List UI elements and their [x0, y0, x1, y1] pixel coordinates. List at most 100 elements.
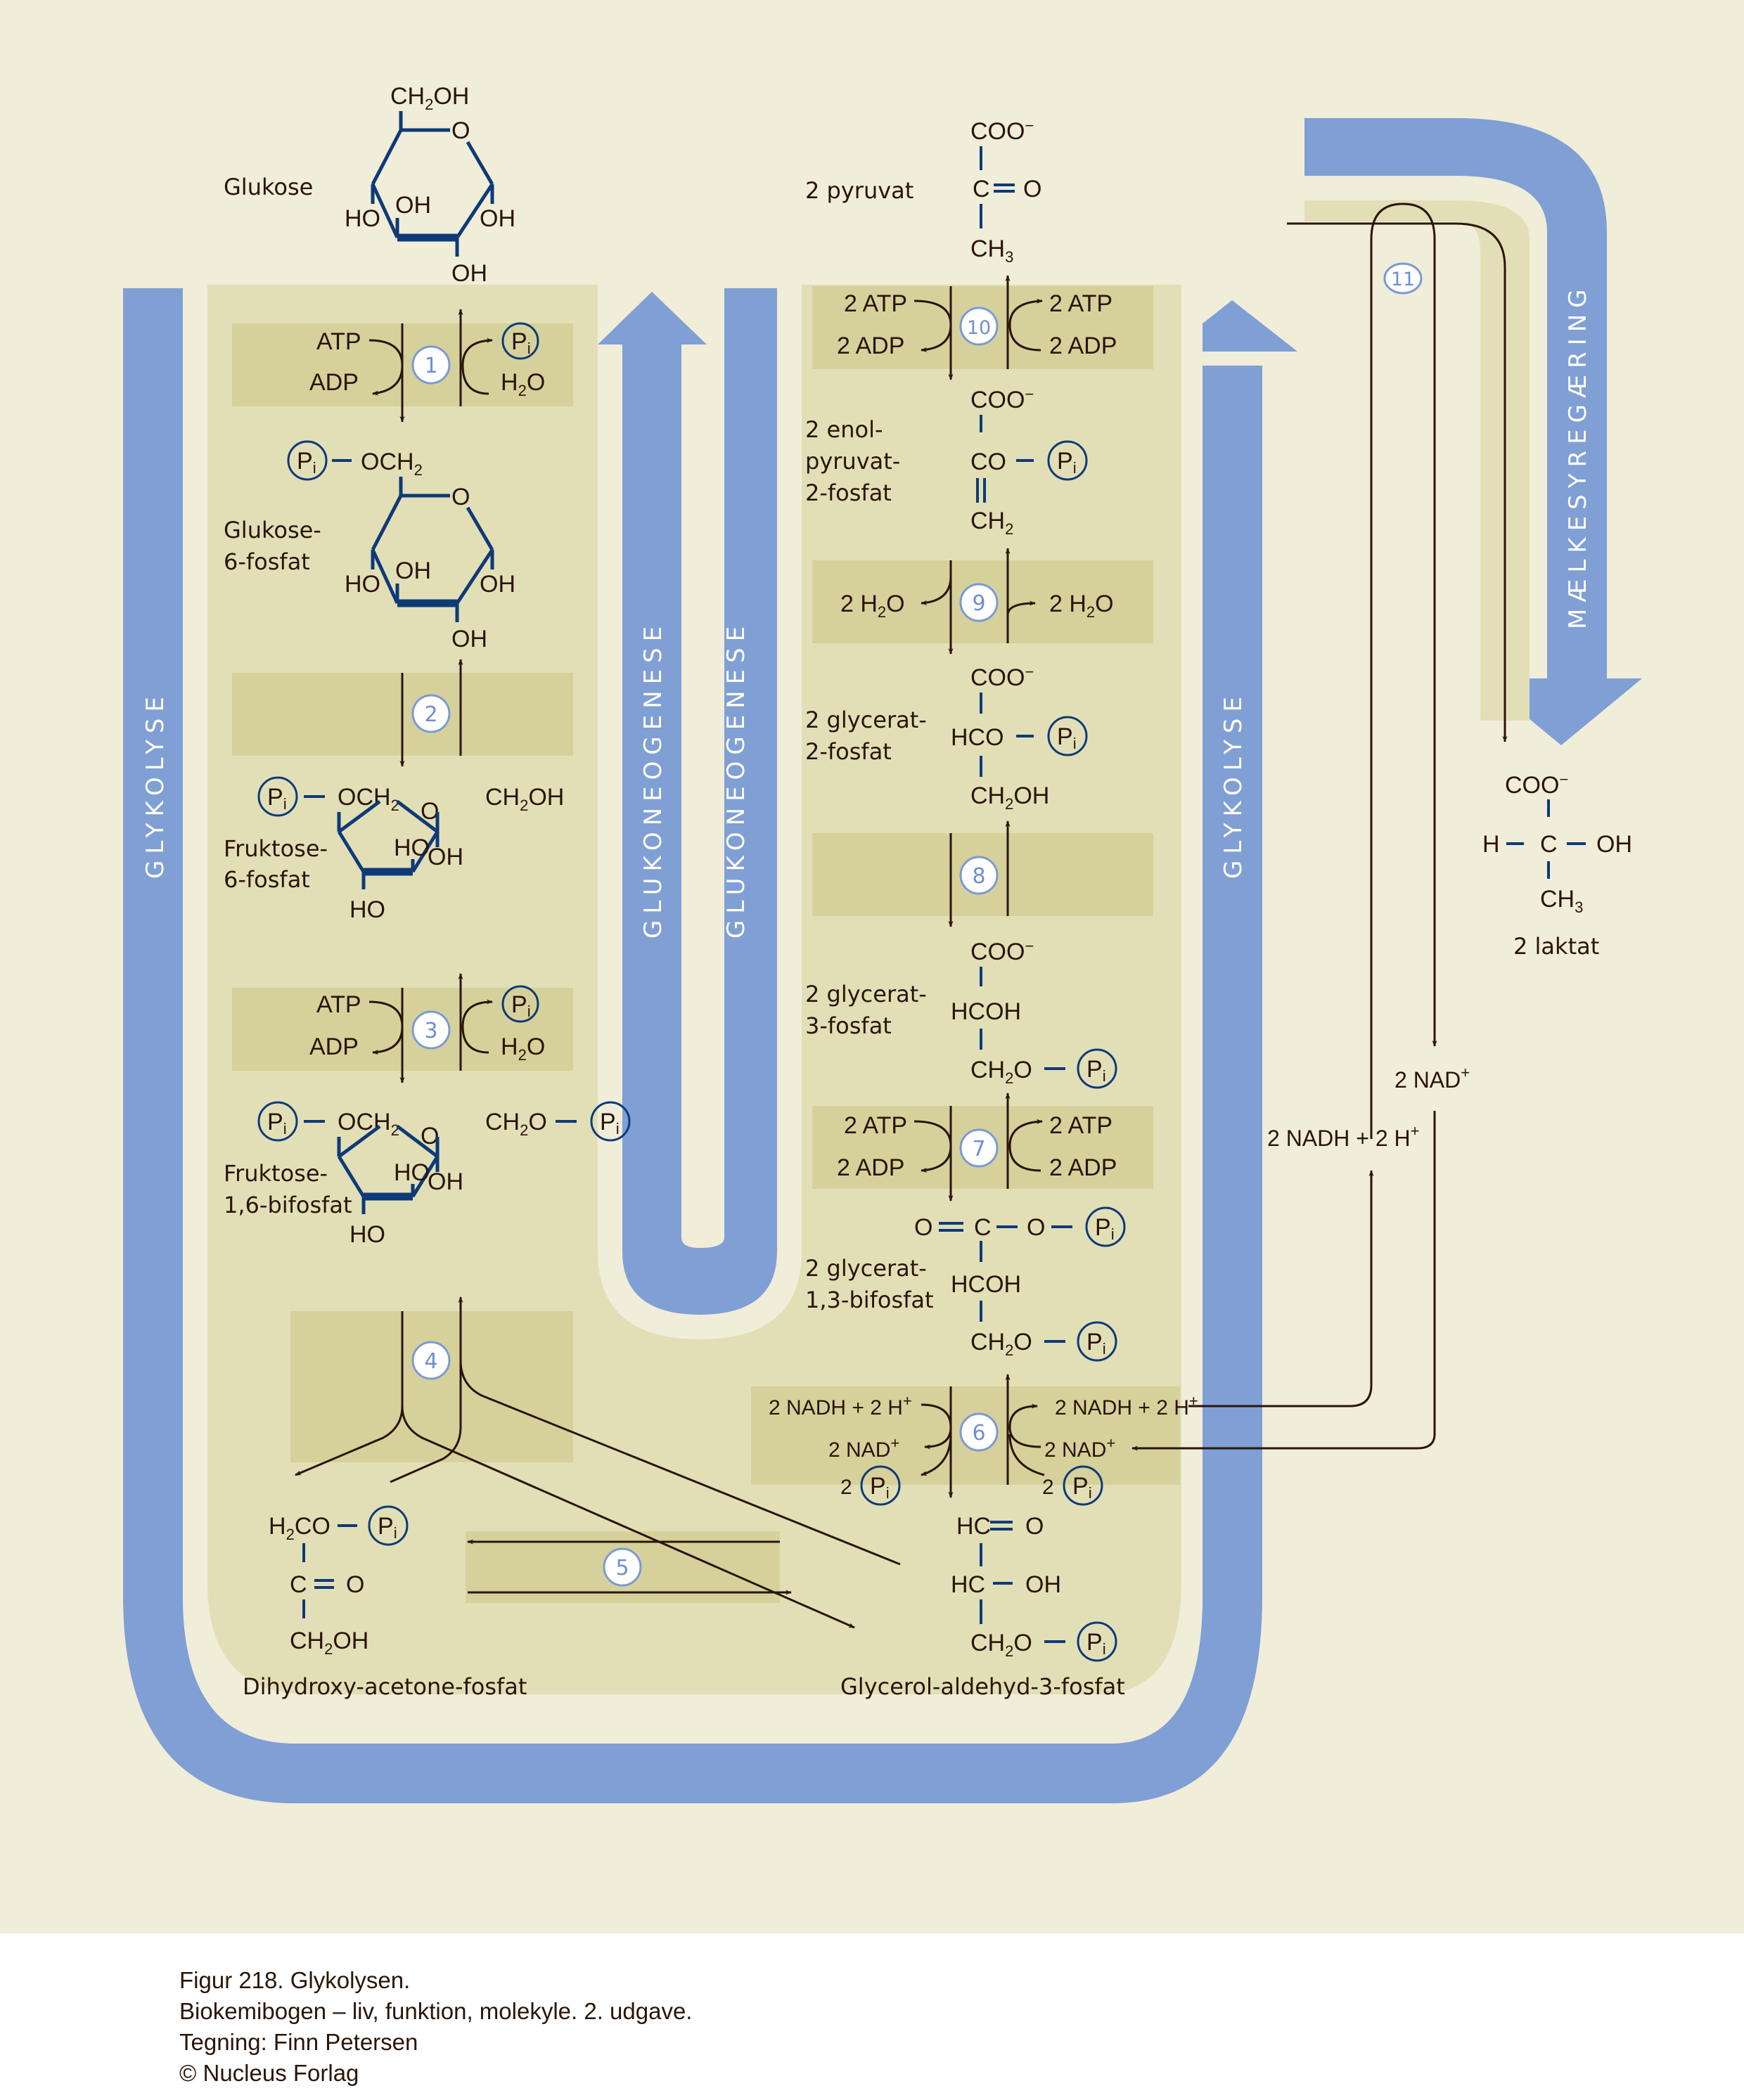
- molecule-laktat: COO− H C OH CH3 2 laktat: [1482, 771, 1632, 960]
- molecule-pyruvat: 2 pyruvat COO− C O CH3: [805, 117, 1041, 266]
- svg-text:COO−: COO−: [1505, 771, 1568, 799]
- step-9: 2 H2O 2 H2O: [840, 591, 1114, 621]
- svg-text:CH2O: CH2O: [970, 1630, 1032, 1660]
- svg-text:2 ADP: 2 ADP: [837, 1154, 904, 1181]
- svg-text:Fruktose-: Fruktose-: [224, 1160, 328, 1187]
- svg-text:CH2O: CH2O: [970, 1329, 1032, 1359]
- glukoneogenese-label-right: GLUKONEOGENESE: [722, 620, 750, 939]
- svg-text:COO−: COO−: [970, 937, 1034, 965]
- step-badge-1: [411, 345, 451, 385]
- svg-text:2 ADP: 2 ADP: [1049, 333, 1117, 359]
- svg-text:HCOH: HCOH: [951, 1271, 1021, 1298]
- svg-text:HC: HC: [956, 1513, 991, 1540]
- svg-text:COO−: COO−: [970, 663, 1034, 691]
- step-number-4: 4: [424, 1349, 437, 1374]
- svg-text:2 H2O: 2 H2O: [1049, 591, 1114, 621]
- step-number-6: 6: [972, 1421, 985, 1445]
- svg-text:2 ATP: 2 ATP: [844, 1112, 907, 1139]
- svg-text:2 ADP: 2 ADP: [1049, 1154, 1117, 1181]
- svg-text:ATP: ATP: [316, 991, 361, 1018]
- svg-text:OH: OH: [1596, 831, 1632, 858]
- step-badge-2: [411, 694, 451, 733]
- glukoneogenese-pathway-band: [598, 288, 777, 1315]
- svg-text:HO: HO: [350, 1221, 385, 1248]
- glycolysis-diagram: GLYKOLYSE GLUKONEOGENESE GLUKONEOGENESE …: [0, 0, 1744, 1933]
- svg-text:C: C: [974, 1214, 992, 1241]
- svg-text:O: O: [1025, 1513, 1044, 1540]
- svg-text:3-fosfat: 3-fosfat: [805, 1012, 892, 1039]
- step-badges: [411, 262, 1423, 1587]
- caption-illustrator: Tegning: Finn Petersen: [179, 2029, 418, 2055]
- svg-text:CH3: CH3: [1540, 886, 1583, 916]
- cofactor-nadh: 2 NADH + 2 H+: [1267, 1122, 1419, 1151]
- cofactor-nad: 2 NAD+: [1394, 1064, 1470, 1093]
- maelkesyregaering-pathway-band: [1304, 118, 1642, 745]
- step-number-5: 5: [615, 1556, 629, 1580]
- svg-text:2 laktat: 2 laktat: [1513, 933, 1599, 960]
- glykolyse-label-right: GLYKOLYSE: [1219, 690, 1248, 879]
- step-number-1: 1: [424, 354, 437, 378]
- svg-text:1,3-bifosfat: 1,3-bifosfat: [805, 1287, 934, 1313]
- svg-text:CH3: CH3: [970, 236, 1013, 266]
- svg-text:2 NAD+: 2 NAD+: [1394, 1064, 1470, 1093]
- svg-text:C: C: [973, 176, 990, 202]
- svg-text:O: O: [346, 1571, 364, 1598]
- step-number-3: 3: [424, 1019, 437, 1043]
- step-6: 2 NADH + 2 H+ 2 NAD+ 2 Pi 2 NADH + 2 H+ …: [769, 1392, 1198, 1506]
- svg-text:2 glycerat-: 2 glycerat-: [805, 981, 927, 1007]
- step-band-4: [290, 1311, 573, 1462]
- svg-text:O: O: [914, 1214, 932, 1241]
- svg-text:H2CO: H2CO: [269, 1513, 331, 1543]
- glukose-label: Glukose: [224, 174, 313, 200]
- svg-text:HCO: HCO: [951, 724, 1004, 751]
- caption-source: Biokemibogen – liv, funktion, molekyle. …: [179, 1998, 693, 2024]
- step-badge-5: [603, 1547, 642, 1587]
- svg-text:O: O: [1027, 1214, 1045, 1241]
- molecule-glukose-6-fosfat: Pi OCH2 O Glukose- 6-fosfat HO OH OH OH: [224, 440, 515, 652]
- svg-text:Glycerol-aldehyd-3-fosfat: Glycerol-aldehyd-3-fosfat: [840, 1673, 1125, 1700]
- step-badge-10: [959, 307, 999, 346]
- svg-text:OCH2: OCH2: [338, 784, 399, 814]
- svg-text:OH: OH: [451, 626, 487, 652]
- glykolyse-label-left: GLYKOLYSE: [141, 690, 169, 879]
- svg-text:HO: HO: [345, 205, 380, 232]
- svg-text:HCOH: HCOH: [951, 998, 1021, 1025]
- glukoneogenese-label-left: GLUKONEOGENESE: [639, 620, 667, 939]
- step-badge-3: [411, 1010, 451, 1050]
- svg-text:2 ADP: 2 ADP: [837, 333, 904, 359]
- svg-text:Pi: Pi: [600, 1109, 620, 1138]
- svg-text:2 NAD+: 2 NAD+: [1044, 1434, 1115, 1462]
- svg-text:2 ATP: 2 ATP: [1049, 1112, 1113, 1139]
- molecule-fruktose-1-6-bifosfat: Pi OCH2 O CH2O Pi Fruktose- 1,6-bifosfat…: [224, 1101, 631, 1248]
- svg-text:OH: OH: [1025, 1571, 1061, 1598]
- step-badge-6: [959, 1412, 999, 1452]
- svg-text:HO: HO: [350, 896, 385, 923]
- svg-text:CH2O: CH2O: [485, 1109, 547, 1139]
- svg-text:CO: CO: [970, 449, 1006, 475]
- step-number-9: 9: [972, 591, 985, 616]
- svg-text:2-fosfat: 2-fosfat: [805, 479, 892, 506]
- step-badge-9: [959, 583, 999, 622]
- svg-text:C: C: [1540, 831, 1558, 858]
- figure-caption: Figur 218. Glykolysen. Biokemibogen – li…: [179, 1965, 692, 2089]
- svg-text:OH: OH: [428, 1168, 463, 1195]
- svg-text:H2O: H2O: [501, 1033, 545, 1064]
- svg-text:Fruktose-: Fruktose-: [224, 835, 328, 862]
- svg-text:ADP: ADP: [309, 1033, 359, 1060]
- svg-text:2 ATP: 2 ATP: [844, 290, 907, 317]
- caption-copyright: © Nucleus Forlag: [179, 2060, 359, 2086]
- svg-text:2 enol-: 2 enol-: [805, 416, 883, 443]
- svg-text:OH: OH: [451, 260, 487, 287]
- svg-text:1,6-bifosfat: 1,6-bifosfat: [224, 1192, 352, 1218]
- svg-text:2: 2: [1042, 1476, 1054, 1499]
- svg-text:2 NADH + 2 H+: 2 NADH + 2 H+: [1267, 1122, 1419, 1151]
- svg-text:Glukose-: Glukose-: [224, 517, 321, 543]
- step-3: ATP ADP H2O Pi: [309, 985, 545, 1064]
- svg-text:2 glycerat-: 2 glycerat-: [805, 1255, 927, 1282]
- step-number-2: 2: [424, 702, 437, 727]
- svg-text:OH: OH: [480, 571, 515, 598]
- svg-text:C: C: [290, 1571, 307, 1598]
- svg-text:6-fosfat: 6-fosfat: [224, 548, 310, 575]
- svg-text:CH2OH: CH2OH: [390, 83, 469, 113]
- svg-text:pyruvat-: pyruvat-: [805, 448, 900, 475]
